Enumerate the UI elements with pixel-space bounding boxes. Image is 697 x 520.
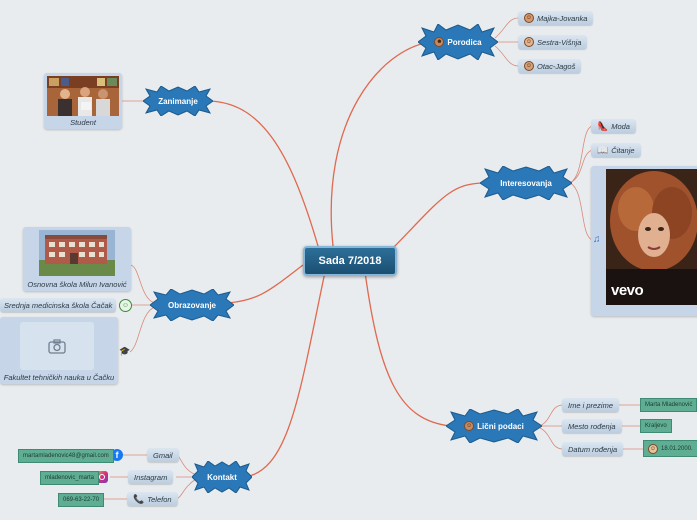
contact-gmail-value-text: martamladenovic48@gmail.com <box>23 453 109 459</box>
personal-name-value[interactable]: Marta Mladenović <box>640 398 697 412</box>
topic-interesovanja[interactable]: Interesovanja <box>480 166 572 200</box>
school-building-photo <box>39 230 115 276</box>
personal-birthplace-value[interactable]: Kraljevo <box>640 419 672 433</box>
personal-name-text: Ime i prezime <box>568 401 613 410</box>
shoe-icon: 👠 <box>597 121 608 132</box>
person-face-icon: ☺ <box>464 421 474 431</box>
contact-gmail-value[interactable]: martamladenovic48@gmail.com <box>18 449 114 463</box>
family-item-label: Otac-Jagoš <box>537 62 575 71</box>
contact-gmail-text: Gmail <box>153 451 173 460</box>
interest-music-card[interactable]: ♫ vevo <box>591 166 697 316</box>
education-university-card[interactable]: Fakultet tehničkih nauka u Čačku <box>0 317 118 384</box>
topic-obrazovanje-label: Obrazovanje <box>168 301 216 310</box>
education-secondary-label: Srednja medicinska škola Čačak <box>4 301 112 310</box>
topic-interesovanja-label: Interesovanja <box>500 179 552 188</box>
topic-porodica[interactable]: ☻Porodica <box>418 24 498 60</box>
topic-zanimanje[interactable]: Zanimanje <box>143 86 213 116</box>
personal-birthplace-value-text: Kraljevo <box>645 423 667 429</box>
book-icon: 📖 <box>597 145 608 156</box>
contact-phone-text: Telefon <box>147 495 171 504</box>
phone-icon: 📞 <box>133 494 144 505</box>
interest-reading-label: Čitanje <box>611 146 634 155</box>
personal-birthdate-label[interactable]: Datum rođenja <box>562 442 623 456</box>
family-item-mother[interactable]: ☺Majka-Jovanka <box>518 11 593 25</box>
education-primary-card[interactable]: Osnovna škola Milun Ivanović <box>23 227 131 291</box>
vevo-logo: vevo <box>611 282 643 299</box>
topic-kontakt-label: Kontakt <box>207 473 237 482</box>
family-icon: ☻ <box>434 37 444 47</box>
contact-instagram-value-text: mladenovic_marta <box>45 475 94 481</box>
students-photo <box>47 76 119 116</box>
family-item-sister[interactable]: ☺Sestra-Višnja <box>518 35 587 49</box>
woman-face-icon: ☺ <box>524 13 534 23</box>
person-icon: ☺ <box>119 299 132 312</box>
topic-zanimanje-label: Zanimanje <box>158 97 198 106</box>
personal-name-value-text: Marta Mladenović <box>645 402 692 408</box>
personal-name-label[interactable]: Ime i prezime <box>562 398 619 412</box>
contact-instagram-value[interactable]: mladenovic_marta <box>40 471 99 485</box>
topic-obrazovanje[interactable]: Obrazovanje <box>150 289 234 321</box>
family-item-label: Sestra-Višnja <box>537 38 581 47</box>
family-item-father[interactable]: ☺Otac-Jagoš <box>518 59 581 73</box>
contact-phone-value-text: 069-63-22-70 <box>63 497 99 503</box>
camera-icon <box>48 339 66 354</box>
contact-instagram-text: Instagram <box>134 473 167 482</box>
central-topic[interactable]: Sada 7/2018 <box>303 246 397 276</box>
personal-birthdate-value[interactable]: ☺18.01.2000. <box>643 440 697 457</box>
contact-instagram-label[interactable]: Instagram <box>128 470 173 484</box>
topic-porodica-label: Porodica <box>447 38 481 47</box>
education-primary-label: Osnovna škola Milun Ivanović <box>23 280 131 289</box>
contact-phone-label[interactable]: 📞Telefon <box>127 492 178 506</box>
interest-fashion[interactable]: 👠Moda <box>591 119 636 133</box>
occupation-card[interactable]: Student <box>44 73 122 129</box>
topic-kontakt[interactable]: Kontakt <box>192 461 252 493</box>
baby-face-icon: ☺ <box>648 444 658 454</box>
central-topic-label: Sada 7/2018 <box>319 255 382 267</box>
interest-reading[interactable]: 📖Čitanje <box>591 143 641 157</box>
topic-licni-podaci-label: Lični podaci <box>477 422 524 431</box>
personal-birthdate-value-text: 18.01.2000. <box>661 446 693 452</box>
personal-birthplace-text: Mesto rođenja <box>568 422 616 431</box>
woman-face-icon: ☺ <box>524 37 534 47</box>
interest-fashion-label: Moda <box>611 122 630 131</box>
personal-birthdate-text: Datum rođenja <box>568 445 617 454</box>
family-item-label: Majka-Jovanka <box>537 14 587 23</box>
contact-phone-value[interactable]: 069-63-22-70 <box>58 493 104 507</box>
music-note-icon: ♫ <box>593 234 601 245</box>
contact-gmail-label[interactable]: Gmail <box>147 448 179 462</box>
occupation-caption: Student <box>44 118 122 127</box>
graduation-icon: 🎓 <box>119 346 130 357</box>
education-university-label: Fakultet tehničkih nauka u Čačku <box>0 373 118 382</box>
education-secondary[interactable]: Srednja medicinska škola Čačak <box>0 298 116 312</box>
personal-birthplace-label[interactable]: Mesto rođenja <box>562 419 622 433</box>
topic-licni-podaci[interactable]: ☺Lični podaci <box>446 409 542 443</box>
man-face-icon: ☺ <box>524 61 534 71</box>
